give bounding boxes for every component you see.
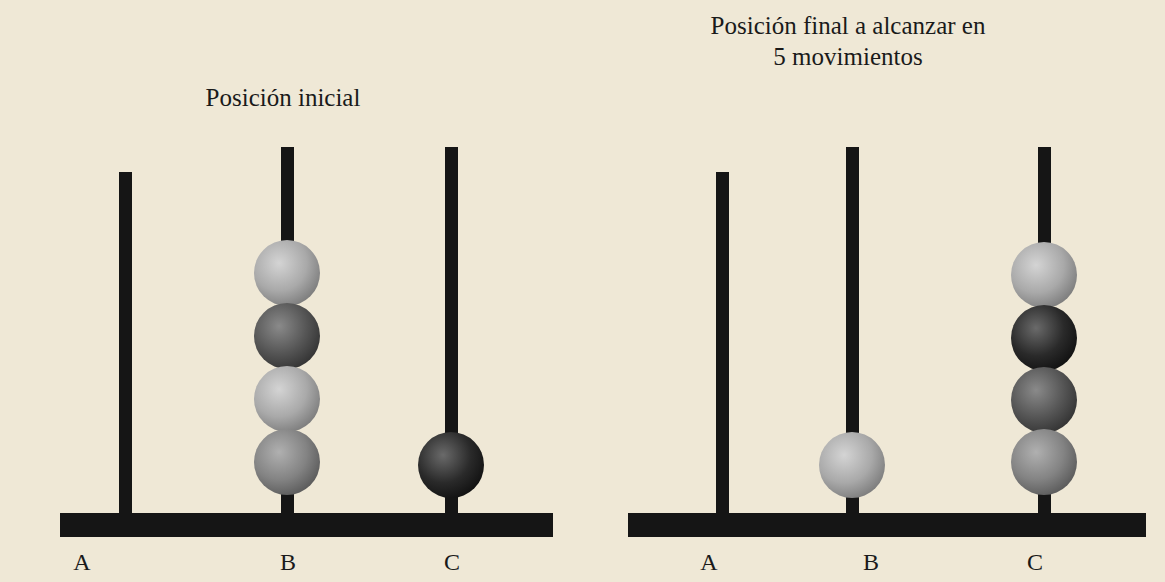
ball: [1011, 305, 1077, 371]
initial-position: [60, 147, 553, 537]
panel-heading: Posición inicial: [153, 82, 413, 113]
ball: [1011, 242, 1077, 308]
ball: [1011, 429, 1077, 495]
ball: [819, 432, 885, 498]
peg-letter: C: [1015, 547, 1055, 577]
ball: [254, 240, 320, 306]
peg-letter: C: [432, 547, 472, 577]
peg-letter: A: [62, 547, 102, 577]
panel-heading: Posición final a alcanzar en 5 movimient…: [703, 10, 993, 73]
base: [628, 513, 1146, 537]
peg-letter: B: [851, 547, 891, 577]
peg-letter: A: [689, 547, 729, 577]
final-position: [628, 147, 1146, 537]
peg-letter: B: [268, 547, 308, 577]
ball: [254, 366, 320, 432]
ball: [254, 429, 320, 495]
ball: [1011, 367, 1077, 433]
ball: [254, 303, 320, 369]
ball: [418, 432, 484, 498]
peg-a: [119, 172, 132, 517]
base: [60, 513, 553, 537]
peg-a: [716, 172, 729, 517]
